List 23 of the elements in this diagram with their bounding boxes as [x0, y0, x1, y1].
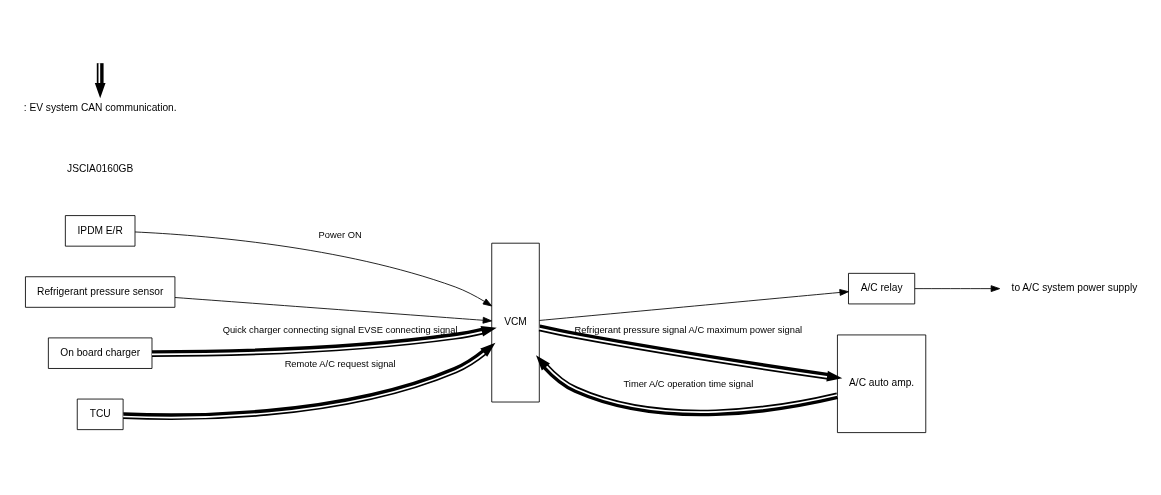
- arrow: [174, 297, 493, 324]
- node-text: to A/C system power supply: [1011, 282, 1138, 294]
- edge-label: Timer A/C operation time signal: [623, 378, 754, 389]
- edge-label: Refrigerant pressure signal A/C maximum power signal: [574, 324, 803, 335]
- edge-label: Remote A/C request signal: [284, 359, 396, 370]
- node-box: Refrigerant pressure sensor: [25, 276, 176, 308]
- arrow: [538, 324, 843, 382]
- arrow: [914, 285, 1001, 293]
- arrow: [536, 355, 839, 417]
- arrow: [152, 326, 497, 357]
- node-box: On board charger: [47, 337, 153, 369]
- label: JSCIA0160GB: [67, 163, 134, 175]
- node-box: VCM: [491, 242, 540, 403]
- legend-label: : EV system CAN communication.: [23, 102, 177, 114]
- node-box: IPDM E/R: [64, 215, 136, 247]
- node-box: TCU: [76, 398, 124, 431]
- arrow: [134, 231, 493, 307]
- arrow: [539, 289, 849, 321]
- edge-label: Quick charger connecting signal EVSE connecting signal: [222, 325, 458, 336]
- edge-label: Power ON: [318, 229, 362, 240]
- node-box: A/C relay: [848, 272, 916, 305]
- arrow: [123, 342, 496, 420]
- node-box: A/C auto amp.: [837, 334, 927, 434]
